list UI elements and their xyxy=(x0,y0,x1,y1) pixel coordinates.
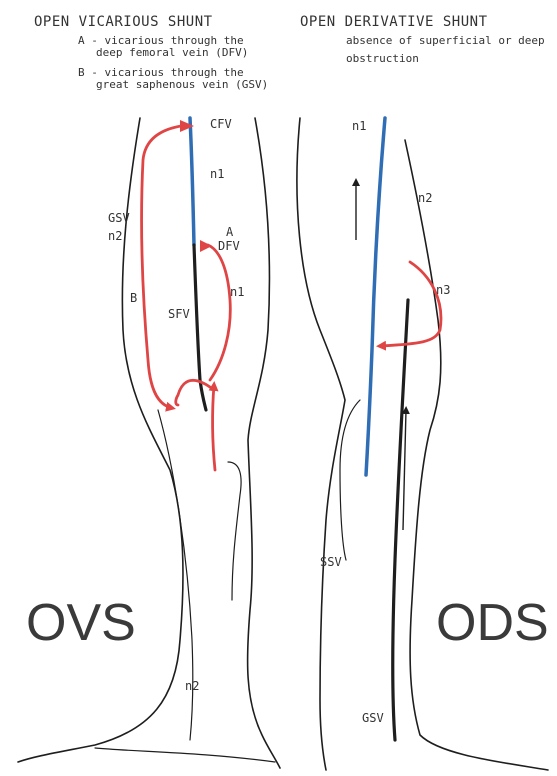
right-note-line2: obstruction xyxy=(346,52,419,65)
ods-label: ODS xyxy=(436,594,549,652)
label-n1-top: n1 xyxy=(210,167,224,181)
label-n1-right: n1 xyxy=(352,119,366,133)
left-deep-veins xyxy=(190,118,206,410)
left-title: OPEN VICARIOUS SHUNT xyxy=(34,14,213,30)
label-b: B xyxy=(130,291,137,305)
label-n2-foot: n2 xyxy=(185,679,199,693)
label-dfv: DFV xyxy=(218,239,240,253)
label-n2-left: n2 xyxy=(108,229,122,243)
label-cfv: CFV xyxy=(210,117,232,131)
label-n1-mid: n1 xyxy=(230,285,244,299)
label-sfv: SFV xyxy=(168,307,190,321)
label-n3: n3 xyxy=(436,283,450,297)
left-note-b-line2: great saphenous vein (GSV) xyxy=(96,78,268,91)
label-ssv: SSV xyxy=(320,555,342,569)
label-a: A xyxy=(226,225,234,239)
ovs-label: OVS xyxy=(26,594,136,652)
label-gsv-right: GSV xyxy=(362,711,384,725)
left-leg-outline xyxy=(18,118,280,768)
label-n2-right: n2 xyxy=(418,191,432,205)
right-title: OPEN DERIVATIVE SHUNT xyxy=(300,14,488,30)
label-gsv-left: GSV xyxy=(108,211,130,225)
left-note-a-line2: deep femoral vein (DFV) xyxy=(96,46,248,59)
right-deep-veins xyxy=(366,118,408,740)
right-note-line1: absence of superficial or deep xyxy=(346,34,545,47)
right-leg-outline xyxy=(297,118,548,770)
